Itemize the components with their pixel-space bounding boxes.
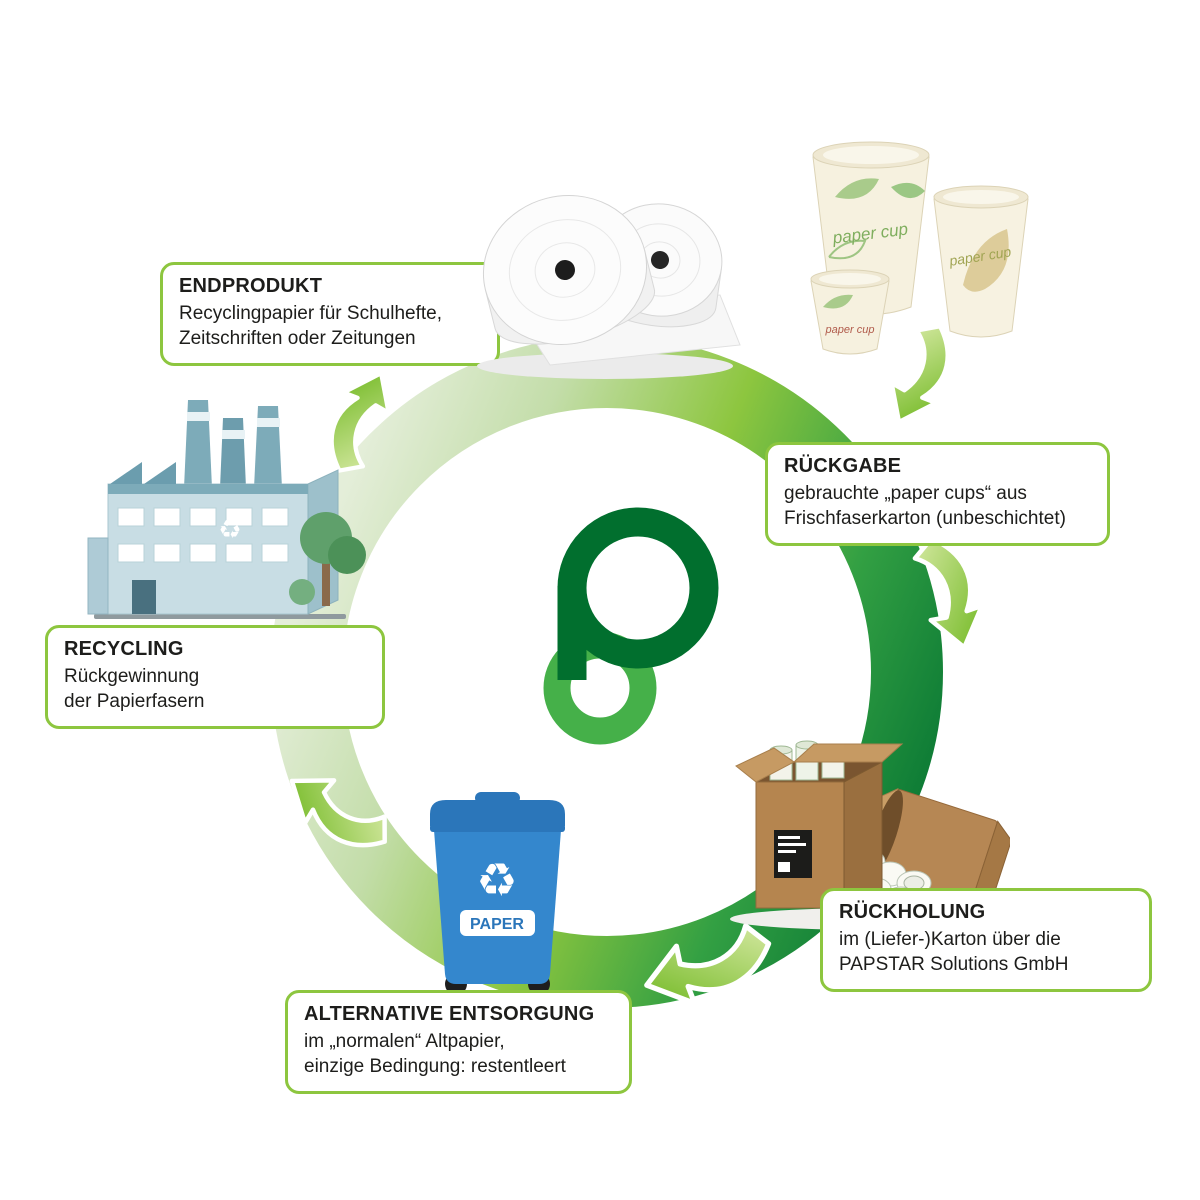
- paper-cup-small: paper cup: [810, 269, 890, 355]
- leaf-icon: [963, 229, 1009, 292]
- step-rueckholung-title: RÜCKHOLUNG: [839, 901, 986, 923]
- trees: [289, 512, 366, 606]
- step-rueckgabe: RÜCKGABE gebrauchte „paper cups“ aus Fri…: [765, 442, 1110, 547]
- paper-cup-medium: paper cup: [933, 185, 1029, 338]
- shipping-label: [774, 830, 812, 878]
- logo-bowl: [557, 507, 719, 669]
- step-alternative-entsorgung-line1: im „normalen“ Altpapier,: [304, 1031, 505, 1052]
- factory-door: [132, 580, 156, 614]
- bin-lid-lip: [430, 824, 565, 832]
- arrow-rueckgabe-to-rueckholung: [891, 533, 1005, 652]
- bin-label-plate: [460, 910, 535, 936]
- paper-roll-illustration: [477, 195, 741, 379]
- factory-chimneys: [184, 400, 282, 488]
- papstar-p-logo: [543, 507, 719, 745]
- step-rueckgabe-line1: gebrauchte „paper cups“ aus: [784, 483, 1027, 504]
- step-recycling: RECYCLING Rückgewinnung der Papierfasern: [45, 625, 385, 730]
- leaf-icon: [891, 182, 925, 199]
- paper-roll-front: [482, 195, 656, 345]
- roll-shadow: [477, 353, 733, 379]
- recycle-icon: ♻: [218, 515, 241, 545]
- ground-line: [94, 614, 346, 619]
- step-alternative-entsorgung: ALTERNATIVE ENTSORGUNG im „normalen“ Alt…: [285, 990, 632, 1095]
- step-recycling-title: RECYCLING: [64, 638, 184, 660]
- bin-body: [434, 830, 561, 984]
- step-rueckholung-line1: im (Liefer-)Karton über die: [839, 929, 1061, 950]
- step-rueckgabe-title: RÜCKGABE: [784, 455, 902, 477]
- factory-annex: [87, 537, 109, 615]
- cardboard-boxes-illustration: [730, 740, 1010, 930]
- recycling-factory-illustration: ♻: [87, 400, 366, 619]
- step-recycling-line1: Rückgewinnung: [64, 666, 200, 687]
- step-endprodukt: ENDPRODUKT Recyclingpapier für Schulheft…: [160, 262, 500, 367]
- cup-text-small: paper cup: [825, 324, 875, 336]
- step-recycling-line2: der Papierfasern: [64, 691, 205, 713]
- step-endprodukt-line2: Zeitschriften oder Zeitungen: [179, 328, 416, 350]
- bin-lid: [430, 800, 565, 826]
- step-alternative-entsorgung-title: ALTERNATIVE ENTSORGUNG: [304, 1003, 595, 1025]
- step-rueckholung: RÜCKHOLUNG im (Liefer-)Karton über die P…: [820, 888, 1152, 993]
- leaf-icon: [823, 294, 853, 309]
- step-rueckholung-line2: PAPSTAR Solutions GmbH: [839, 954, 1069, 976]
- leaf-icon: [835, 178, 879, 199]
- recycle-icon: ♻: [476, 853, 517, 907]
- paper-cups-illustration: paper cup paper cup paper cup: [810, 141, 1029, 355]
- step-alternative-entsorgung-line2: einzige Bedingung: restentleert: [304, 1056, 566, 1078]
- arrow-entsorgung-to-recycling: [283, 773, 394, 849]
- bin-label: PAPER: [470, 916, 524, 933]
- step-endprodukt-title: ENDPRODUKT: [179, 275, 323, 297]
- leaf-icon: [828, 239, 867, 260]
- step-rueckgabe-line2: Frischfaserkarton (unbeschichtet): [784, 508, 1066, 530]
- step-endprodukt-line1: Recyclingpapier für Schulhefte,: [179, 303, 442, 324]
- paper-bin-illustration: ♻ PAPER: [430, 792, 565, 995]
- factory-building: ♻: [87, 462, 339, 615]
- upright-carton: [735, 740, 904, 909]
